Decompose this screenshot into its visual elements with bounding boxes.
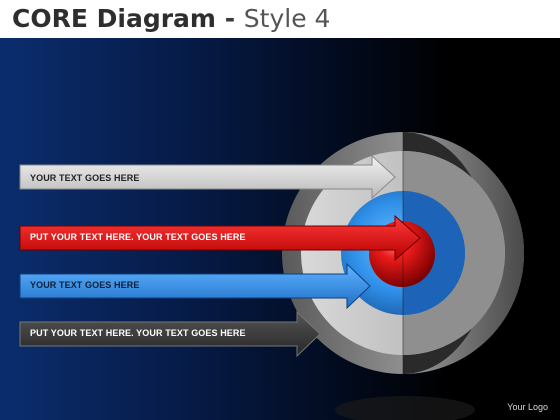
arrow-3 — [19, 262, 371, 310]
slide-title: CORE Diagram - Style 4 — [12, 4, 330, 34]
arrow-3-shape — [19, 262, 371, 310]
title-main: CORE Diagram — [12, 4, 216, 33]
sphere-reflection — [335, 396, 475, 420]
arrow-4 — [19, 310, 321, 358]
arrow-1-shape — [19, 154, 396, 200]
sphere-outer-shell — [403, 132, 524, 374]
arrow-1-label: YOUR TEXT GOES HERE — [30, 173, 140, 183]
arrow-4-label: PUT YOUR TEXT HERE. YOUR TEXT GOES HERE — [30, 328, 246, 338]
title-separator: - — [224, 4, 236, 33]
title-style: Style 4 — [243, 4, 331, 33]
title-bar: CORE Diagram - Style 4 — [0, 0, 560, 38]
diagram-panel: YOUR TEXT GOES HERE PUT YOUR TEXT HERE. … — [0, 38, 560, 420]
arrow-2-label: PUT YOUR TEXT HERE. YOUR TEXT GOES HERE — [30, 232, 246, 242]
core-diagram — [0, 38, 560, 420]
arrow-2-shape — [19, 214, 421, 262]
arrow-1 — [19, 154, 396, 200]
arrow-2 — [19, 214, 421, 262]
logo-text: Your Logo — [507, 402, 548, 412]
core-sphere — [282, 132, 524, 374]
arrow-4-shape — [19, 310, 321, 358]
arrow-3-label: YOUR TEXT GOES HERE — [30, 280, 140, 290]
